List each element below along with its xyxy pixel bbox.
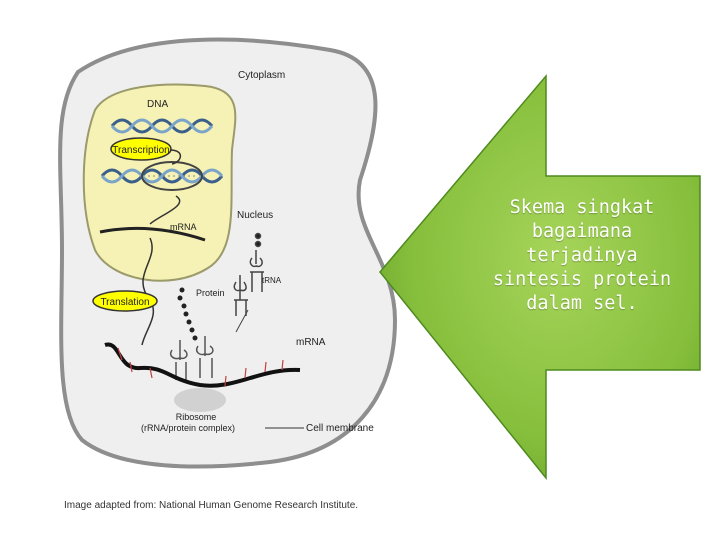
transcription-label: Transcription — [112, 145, 169, 156]
trna-label: tRNA — [262, 276, 282, 285]
image-caption: Image adapted from: National Human Genom… — [64, 500, 359, 511]
ribosome-trnas — [169, 336, 214, 380]
arrow-text-block: Skema singkat bagaimana terjadinya sinte… — [478, 196, 686, 316]
nucleus — [82, 83, 237, 282]
nucleus-mrna-strand — [99, 226, 206, 242]
trna-molecule — [233, 232, 264, 316]
ribosome-desc-label: (rRNA/protein complex) — [141, 423, 235, 433]
arrow-text-line: dalam sel. — [526, 293, 638, 314]
arrow-text-line: Skema singkat — [509, 197, 655, 218]
arrow-text-line: terjadinya — [526, 245, 638, 266]
ribosome — [174, 388, 226, 412]
arrow-text-line: bagaimana — [531, 221, 633, 242]
dna-label: DNA — [147, 99, 168, 110]
cell-membrane-label: Cell membrane — [306, 423, 374, 434]
arrow-text-line: sintesis protein — [492, 269, 672, 290]
protein-chain — [177, 287, 198, 341]
transcription-bubble — [141, 161, 203, 191]
ribosome-label: Ribosome — [176, 412, 217, 422]
protein-label: Protein — [196, 288, 225, 298]
left-arrow-shape — [379, 73, 701, 481]
transcription-badge — [110, 137, 172, 161]
nucleus-label: Nucleus — [237, 210, 273, 221]
translation-label: Translation — [100, 297, 149, 308]
cytoplasm-label: Cytoplasm — [238, 70, 285, 81]
translation-badge — [92, 290, 158, 312]
cytoplasm-mrna-label: mRNA — [296, 337, 326, 348]
nucleus-mrna-label: mRNA — [170, 222, 197, 232]
